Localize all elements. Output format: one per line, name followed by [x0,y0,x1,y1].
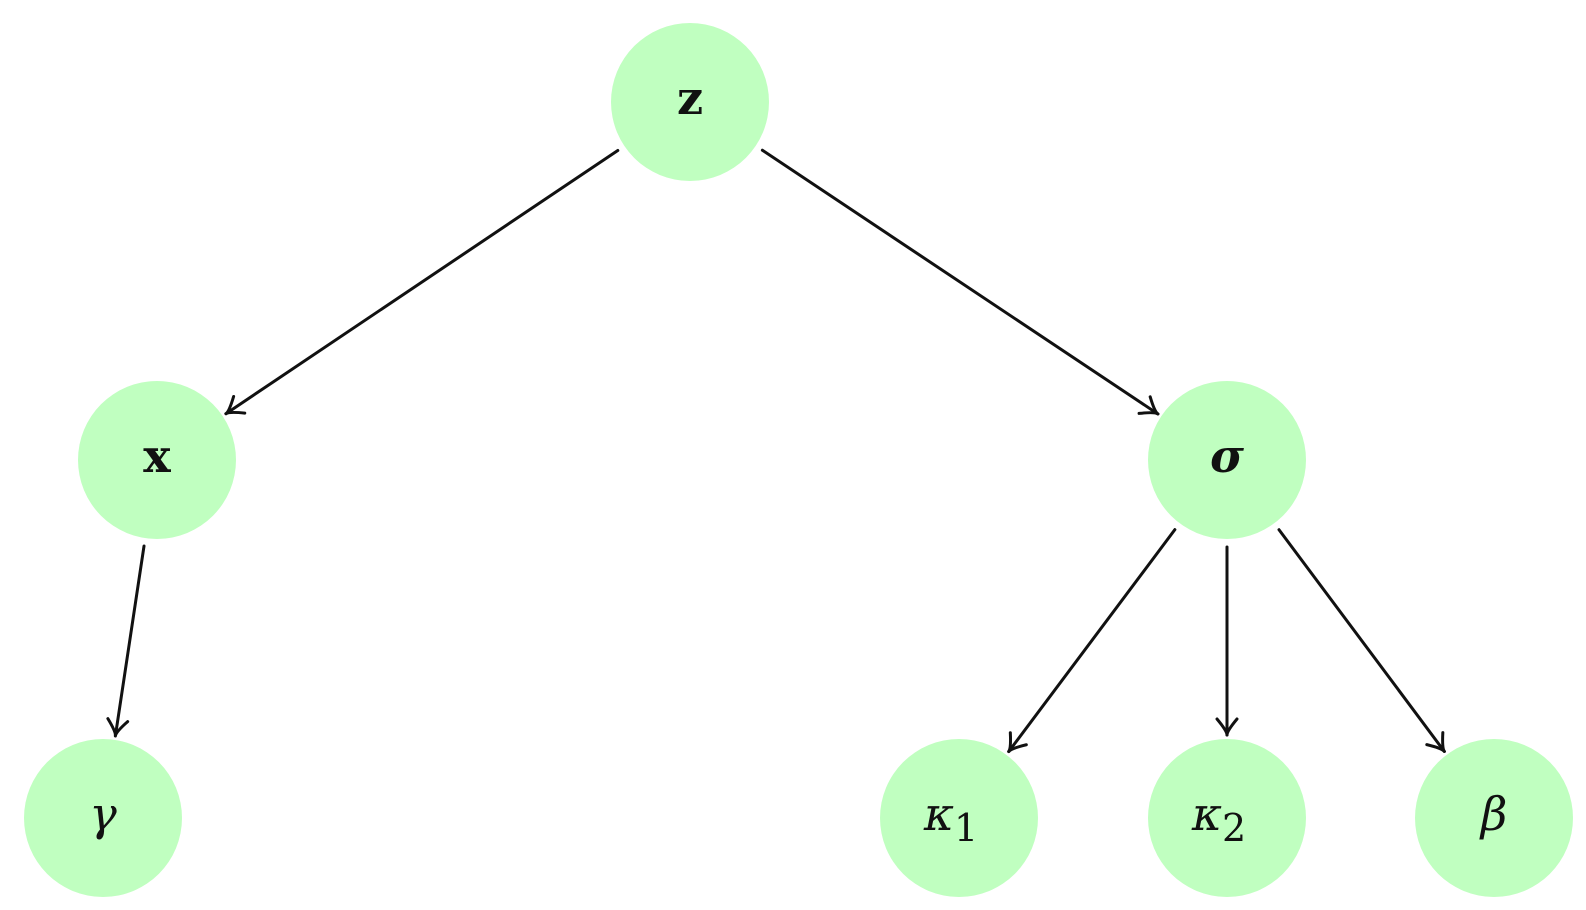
edge-arrowhead [224,394,247,416]
edge-line [760,148,1160,416]
node-circle [1415,739,1573,897]
node-label: κ2 [1191,787,1246,850]
node-label: γ [89,787,117,841]
edges-layer [106,148,1446,754]
node-label-symbol: κ [1191,787,1222,841]
edge-arrowhead [1137,395,1160,416]
edge-z-to-sigma [760,148,1160,416]
node-label-symbol: β [1479,787,1508,841]
edge-sigma-to-kappa2 [1215,545,1239,737]
node-label: σ [1210,429,1244,483]
node-label: x [143,429,171,483]
node-kappa2: κ2 [1148,739,1306,897]
node-circle [78,381,236,539]
node-label-symbol: γ [89,787,117,841]
edge-arrowhead [106,717,130,738]
edge-sigma-to-kappa1 [1007,528,1177,754]
edge-x-to-gamma [106,544,146,738]
edge-line [1007,528,1177,754]
node-label-symbol: κ [923,787,954,841]
node-label-symbol: σ [1210,429,1244,483]
edge-line [113,544,146,738]
node-z: z [611,23,769,181]
edge-arrowhead [1425,731,1446,753]
node-label: z [677,71,703,125]
edge-sigma-to-beta [1277,528,1446,753]
node-label-subscript: 2 [1222,806,1246,850]
edge-z-to-x [224,149,620,416]
node-x: x [78,381,236,539]
node-circle [24,739,182,897]
node-label: κ1 [923,787,978,850]
node-circle [1148,381,1306,539]
node-label: β [1479,787,1508,841]
node-circle [611,23,769,181]
node-kappa1: κ1 [880,739,1038,897]
edge-line [224,149,620,416]
node-circle [880,739,1038,897]
edge-line [1277,528,1446,753]
node-sigma: σ [1148,381,1306,539]
node-gamma: γ [24,739,182,897]
node-circle [1148,739,1306,897]
node-label-symbol: x [143,429,171,483]
node-label-subscript: 1 [954,806,978,850]
node-beta: β [1415,739,1573,897]
edge-arrowhead [1215,717,1239,737]
node-label-symbol: z [677,71,703,125]
edge-arrowhead [1007,731,1028,754]
